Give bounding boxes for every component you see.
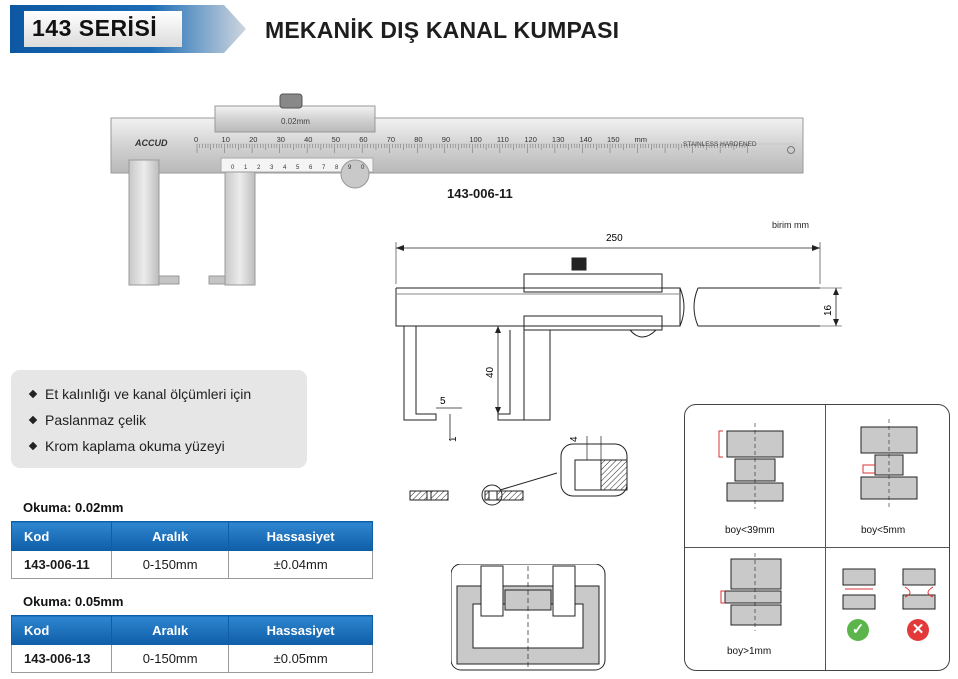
series-name: 143 SERİSİ bbox=[32, 15, 158, 41]
scale-label: 110 bbox=[497, 135, 509, 144]
table-row: 143-006-11 0-150mm ±0.04mm bbox=[11, 550, 373, 579]
stainless-stamp: STAINLESS HARDENED bbox=[683, 141, 757, 148]
scale-label: 120 bbox=[524, 135, 537, 144]
dim-length: 250 bbox=[606, 233, 623, 244]
usage-label-1: boy<39mm bbox=[725, 525, 775, 536]
scale-label: 100 bbox=[469, 135, 482, 144]
bullet-icon bbox=[28, 415, 38, 425]
spec-table-1: Kod Aralık Hassasiyet 143-006-11 0-150mm… bbox=[11, 521, 373, 579]
dim-jaw-depth: 40 bbox=[485, 366, 496, 378]
reading-label-2: Okuma: 0.05mm bbox=[23, 594, 124, 609]
vernier-label: 3 bbox=[270, 165, 274, 171]
model-label: 143-006-11 bbox=[447, 186, 513, 201]
vernier-label: 0 bbox=[361, 165, 365, 171]
check-icon: ✓ bbox=[847, 619, 869, 641]
scale-label: 130 bbox=[552, 135, 565, 144]
vernier-label: 8 bbox=[335, 165, 339, 171]
jaw-detail-drawing: 4 bbox=[409, 436, 628, 506]
series-banner: 143 SERİSİ bbox=[10, 5, 246, 53]
brand-logo: ACCUD bbox=[134, 138, 168, 148]
vernier-label: 9 bbox=[348, 165, 352, 171]
usage-label-2: boy<5mm bbox=[861, 525, 906, 536]
feature-item: Paslanmaz çelik bbox=[28, 410, 307, 436]
features-box: Et kalınlığı ve kanal ölçümleri için Pas… bbox=[11, 370, 307, 468]
vernier-label: 5 bbox=[296, 165, 300, 171]
scale-label: mm bbox=[635, 135, 648, 144]
scale-label: 140 bbox=[579, 135, 592, 144]
vernier-label: 6 bbox=[309, 165, 313, 171]
scale-label: 90 bbox=[442, 135, 450, 144]
cross-icon: ✕ bbox=[907, 619, 929, 641]
spec-table-2: Kod Aralık Hassasiyet 143-006-13 0-150mm… bbox=[11, 615, 373, 673]
feature-item: Krom kaplama okuma yüzeyi bbox=[28, 436, 307, 462]
bullet-icon bbox=[28, 441, 38, 451]
table-header: Kod Aralık Hassasiyet bbox=[11, 521, 373, 551]
technical-drawing: 250 16 40 5 1 bbox=[395, 233, 842, 442]
vernier-label: 2 bbox=[257, 165, 261, 171]
vernier-label: 0 bbox=[231, 165, 235, 171]
scale-label: 30 bbox=[277, 135, 285, 144]
vernier-label: 4 bbox=[283, 165, 287, 171]
scale-label: 150 bbox=[607, 135, 620, 144]
usage-label-3: boy>1mm bbox=[727, 646, 772, 657]
page-title: MEKANİK DIŞ KANAL KUMPASI bbox=[265, 17, 620, 43]
vernier-label: 1 bbox=[244, 165, 248, 171]
table-header: Kod Aralık Hassasiyet bbox=[11, 615, 373, 645]
scale-label: 20 bbox=[249, 135, 257, 144]
reading-label-1: Okuma: 0.02mm bbox=[23, 500, 124, 515]
scale-label: 50 bbox=[332, 135, 340, 144]
scale-label: 80 bbox=[414, 135, 422, 144]
dim-jaw-width: 5 bbox=[440, 396, 446, 407]
feature-item: Et kalınlığı ve kanal ölçümleri için bbox=[28, 384, 307, 410]
dim-height: 16 bbox=[823, 304, 834, 316]
features-list: Et kalınlığı ve kanal ölçümleri için Pas… bbox=[11, 370, 307, 462]
dim-detail: 4 bbox=[569, 436, 580, 442]
resolution-mark: 0.02mm bbox=[281, 117, 310, 126]
vernier-label: 7 bbox=[322, 165, 326, 171]
usage-diagrams bbox=[718, 419, 936, 631]
scale-label: 0 bbox=[194, 135, 198, 144]
scale-label: 60 bbox=[359, 135, 367, 144]
scale-label: 10 bbox=[222, 135, 230, 144]
unit-label: birim mm bbox=[772, 220, 809, 230]
groove-illustration bbox=[451, 564, 606, 671]
scale-label: 40 bbox=[304, 135, 312, 144]
scale-label: 70 bbox=[387, 135, 395, 144]
usage-panel: boy<39mm boy<5mm boy>1mm ✓ ✕ bbox=[684, 404, 950, 671]
banner-shape bbox=[10, 5, 246, 53]
dim-jaw-tip: 1 bbox=[448, 436, 459, 442]
bullet-icon bbox=[28, 389, 38, 399]
table-row: 143-006-13 0-150mm ±0.05mm bbox=[11, 644, 373, 673]
